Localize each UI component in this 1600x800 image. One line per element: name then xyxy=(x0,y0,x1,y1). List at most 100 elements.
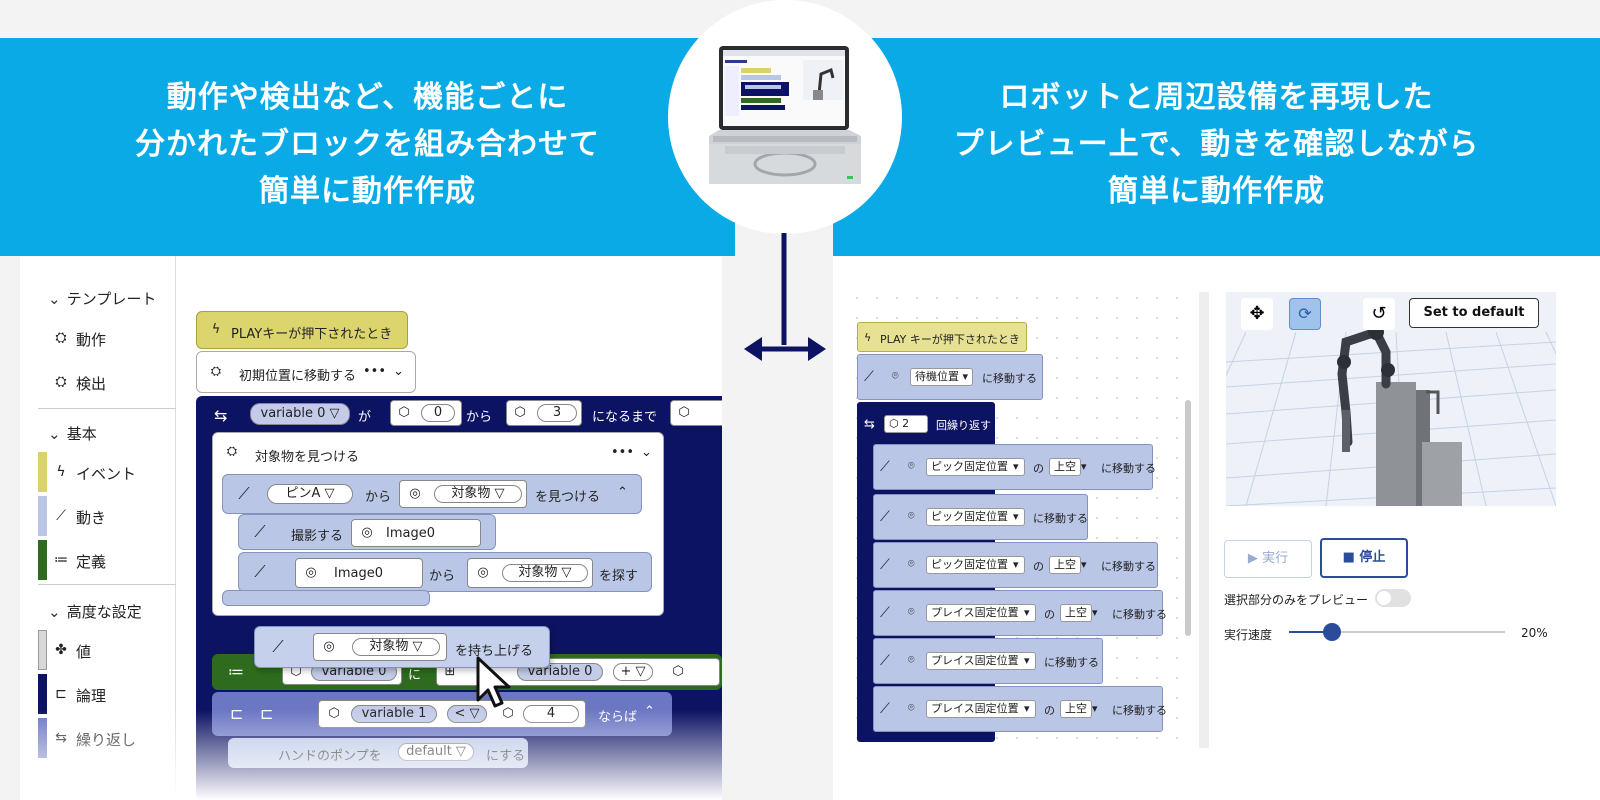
loop-icon: ⇆ xyxy=(55,730,67,746)
set-default-button[interactable]: Set to default xyxy=(1409,298,1539,328)
position-dropdown[interactable]: プレイス固定位置 xyxy=(926,604,1036,622)
position-dropdown[interactable]: ピック固定位置 xyxy=(926,556,1025,574)
chevron-up-icon[interactable]: ⌃ xyxy=(644,704,655,719)
pump-dropdown[interactable]: default ▽ xyxy=(398,743,474,761)
robot-arm-icon: ⟋ xyxy=(880,701,890,717)
speed-slider-knob[interactable] xyxy=(1323,623,1342,641)
reset-icon[interactable]: ↺ xyxy=(1363,298,1395,330)
image-block[interactable]: ◎ Image0 xyxy=(351,519,481,547)
target-block[interactable]: ◎ 対象物 ▽ xyxy=(399,480,527,508)
move-label: に移動する xyxy=(1101,560,1156,573)
pin-dropdown[interactable]: ピンA ▽ xyxy=(267,484,353,504)
palette-item-motion[interactable]: 動き xyxy=(76,509,107,527)
speed-slider-track[interactable] xyxy=(1289,623,1505,641)
pickup-target-block[interactable]: ◎ 対象物 ▽ xyxy=(313,633,447,661)
more-icon[interactable]: ••• xyxy=(363,364,387,379)
target-icon: ◎ xyxy=(409,486,421,501)
detect-icon: ⛭ xyxy=(226,444,238,459)
operator-dropdown[interactable]: + ▽ xyxy=(613,663,653,681)
palette-item-event[interactable]: イベント xyxy=(76,465,137,483)
chevron-down-icon[interactable]: ⌄ xyxy=(393,364,404,379)
run-label: 実行 xyxy=(1262,551,1289,566)
search-block[interactable]: ⟋ ◎ Image0 から ◎ 対象物 ▽ を探す xyxy=(238,552,652,592)
location-pin-icon: ⌾ xyxy=(908,701,915,714)
compare-value[interactable]: 4 xyxy=(523,705,579,723)
pickup-target-dropdown[interactable]: 対象物 ▽ xyxy=(352,638,440,656)
capture-block[interactable]: ⟋ 撮影する ◎ Image0 xyxy=(238,514,496,550)
find-object-block[interactable]: ⟋ ピンA ▽ から ◎ 対象物 ▽ を見つける ⌃ xyxy=(222,474,642,514)
position-dropdown[interactable]: プレイス固定位置 xyxy=(926,700,1036,718)
move-initial-block[interactable]: ⛭ 初期位置に移動する ••• ⌄ xyxy=(196,351,416,393)
logic-if-block[interactable]: ⊏ ⊏ ⬡ variable 1 < ▽ ⬡ 4 ならば ⌃ xyxy=(212,692,672,736)
repeat-count-block[interactable]: ⬡ 2 xyxy=(884,415,928,433)
height-dropdown[interactable]: 上空 xyxy=(1049,556,1081,574)
block-editor-panel: ⌄ テンプレート ⛭ 動作 ⛭ 検出 ⌄ 基本 ϟ イベント ⟋ 動き ≔ 定義… xyxy=(20,256,722,800)
run-button[interactable]: ▶ 実行 xyxy=(1224,540,1312,578)
laptop-icon xyxy=(709,46,861,184)
right-move-block[interactable]: ⟋⌾プレイス固定位置▾に移動する xyxy=(873,638,1103,684)
palette-item-logic[interactable]: 論理 xyxy=(76,687,107,705)
right-move-block[interactable]: ⟋⌾ピック固定位置▾の上空▾に移動する xyxy=(873,542,1158,588)
move-label: に移動する xyxy=(1044,656,1099,669)
right-event-block[interactable]: ϟ PLAY キーが押下されたとき xyxy=(857,322,1027,352)
position-dropdown[interactable]: ピック固定位置 xyxy=(926,458,1025,476)
target-dropdown-b[interactable]: 対象物 ▽ xyxy=(502,564,588,582)
loop-to-block[interactable]: ⬡ 3 xyxy=(506,400,582,426)
target-block-b[interactable]: ◎ 対象物 ▽ xyxy=(467,558,593,588)
preview-selected-label: 選択部分のみをプレビュー xyxy=(1224,593,1369,607)
loop-variable-dropdown[interactable]: variable 0 ▽ xyxy=(250,403,350,425)
chevron-up-icon[interactable]: ⌃ xyxy=(617,485,628,500)
more-icon[interactable]: ••• xyxy=(611,445,635,460)
sidebar-divider xyxy=(38,584,176,585)
define-icon: ≔ xyxy=(228,662,244,681)
branch-icon: ⊏ xyxy=(55,686,67,702)
loop-to-value[interactable]: 3 xyxy=(537,404,577,422)
panel-divider xyxy=(1199,292,1209,748)
detect-icon: ⛭ xyxy=(55,374,67,390)
standby-dropdown[interactable]: 待機位置 ▾ xyxy=(910,368,974,386)
category-basic[interactable]: ⌄ 基本 xyxy=(48,423,97,444)
caret-icon: ▾ xyxy=(1081,460,1087,473)
variable-dropdown-c[interactable]: variable 1 xyxy=(351,705,437,723)
palette-item-value[interactable]: 値 xyxy=(76,643,92,661)
palette-item-detect-template[interactable]: 検出 xyxy=(76,375,107,393)
loop-from-value[interactable]: 0 xyxy=(421,404,455,422)
palette-item-motion-template[interactable]: 動作 xyxy=(76,331,107,349)
right-move-block[interactable]: ⟋⌾ピック固定位置▾に移動する xyxy=(873,494,1088,540)
dragged-pickup-block[interactable]: ⟋ ◎ 対象物 ▽ を持ち上げる xyxy=(254,626,550,668)
stop-icon: ■ xyxy=(1342,550,1355,565)
event-block[interactable]: ϟ PLAYキーが押下されたとき xyxy=(196,311,408,349)
category-advanced[interactable]: ⌄ 高度な設定 xyxy=(48,601,142,622)
caret-icon: ▾ xyxy=(1024,606,1030,619)
right-standby-block[interactable]: ⟋ ⌾ 待機位置 ▾ に移動する xyxy=(857,354,1043,400)
target-dropdown[interactable]: 対象物 ▽ xyxy=(434,485,522,503)
height-dropdown[interactable]: 上空 xyxy=(1060,604,1092,622)
position-dropdown[interactable]: プレイス固定位置 xyxy=(926,652,1036,670)
loop-from-block[interactable]: ⬡ 0 xyxy=(390,400,462,426)
location-pin-icon: ⌾ xyxy=(892,369,899,382)
image-block-b[interactable]: ◎ Image0 xyxy=(295,558,423,588)
pump-block[interactable]: ハンドのポンプを default ▽ にする xyxy=(228,738,528,768)
stop-button[interactable]: ■ 停止 xyxy=(1320,538,1408,578)
capture-label: 撮影する xyxy=(291,529,344,544)
height-dropdown[interactable]: 上空 xyxy=(1060,700,1092,718)
position-dropdown[interactable]: ピック固定位置 xyxy=(926,508,1025,526)
right-move-block[interactable]: ⟋⌾ピック固定位置▾の上空▾に移動する xyxy=(873,444,1156,490)
height-dropdown[interactable]: 上空 xyxy=(1049,458,1081,476)
palette-item-loop[interactable]: 繰り返し xyxy=(76,731,137,749)
move-tool-icon[interactable]: ✥ xyxy=(1241,298,1273,330)
category-template[interactable]: ⌄ テンプレート xyxy=(48,288,156,309)
caret-icon: ▾ xyxy=(1013,510,1019,523)
lightning-icon: ϟ xyxy=(864,331,872,344)
chevron-down-icon[interactable]: ⌄ xyxy=(641,445,652,460)
palette-item-define[interactable]: 定義 xyxy=(76,553,107,571)
workspace-scrollbar[interactable] xyxy=(1185,400,1191,636)
loop-step-block[interactable]: ⬡ xyxy=(670,400,722,426)
preview-selected-toggle[interactable] xyxy=(1375,589,1411,607)
rotate-tool-icon[interactable]: ⟳ xyxy=(1289,298,1321,330)
right-move-block[interactable]: ⟋⌾プレイス固定位置▾の上空▾に移動する xyxy=(873,686,1167,732)
right-move-block[interactable]: ⟋⌾プレイス固定位置▾の上空▾に移動する xyxy=(873,590,1167,636)
compare-block[interactable]: ⬡ variable 1 < ▽ ⬡ 4 xyxy=(318,700,586,728)
sidebar-divider xyxy=(38,408,176,409)
robot-arm-icon: ⛭ xyxy=(210,364,222,379)
